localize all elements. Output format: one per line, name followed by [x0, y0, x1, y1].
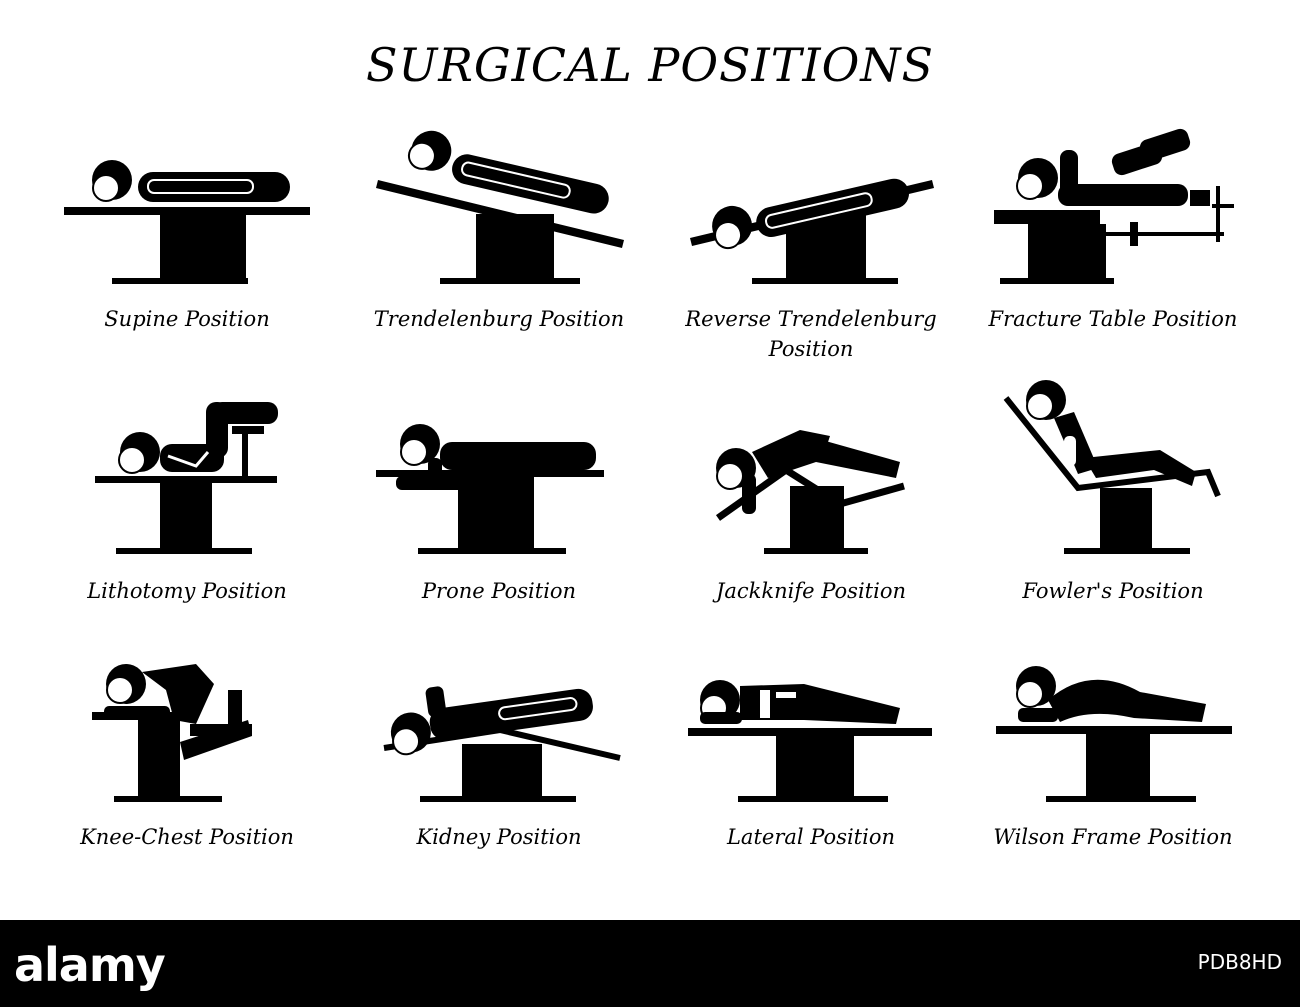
- reverse-trendelenburg-patient: [712, 178, 909, 250]
- fracture-table-patient: [1016, 128, 1191, 206]
- knee-chest-patient: [104, 664, 214, 724]
- watermark-footer-bar: alamy PDB8HD: [0, 920, 1300, 1007]
- label-knee-chest: Knee-Chest Position: [80, 825, 294, 849]
- label-kidney: Kidney Position: [416, 825, 582, 849]
- trendelenburg-figure: [376, 130, 624, 284]
- lithotomy-patient: [118, 402, 278, 474]
- lateral-figure: [688, 680, 932, 802]
- knee-chest-figure: [92, 664, 252, 802]
- label-jackknife: Jackknife Position: [715, 579, 906, 603]
- label-trendelenburg: Trendelenburg Position: [373, 307, 625, 331]
- reverse-trendelenburg-figure: [690, 178, 934, 284]
- fowlers-patient: [1026, 380, 1196, 486]
- wilson-frame-patient: [1016, 666, 1206, 722]
- image-code: PDB8HD: [1197, 950, 1282, 974]
- lithotomy-figure: [95, 402, 278, 554]
- prone-figure: [376, 424, 604, 554]
- fracture-table-figure: [994, 128, 1234, 284]
- trendelenburg-patient: [407, 130, 609, 214]
- label-lateral: Lateral Position: [726, 825, 896, 849]
- alamy-logo: alamy: [14, 938, 166, 992]
- label-fracture-table: Fracture Table Position: [988, 307, 1238, 331]
- wilson-frame-figure: [996, 666, 1232, 802]
- lateral-patient: [700, 680, 900, 724]
- label-lithotomy: Lithotomy Position: [87, 579, 287, 603]
- page-title: SURGICAL POSITIONS: [365, 38, 935, 92]
- label-fowlers: Fowler's Position: [1022, 579, 1204, 603]
- fowlers-figure: [1003, 380, 1221, 554]
- supine-figure: [64, 160, 310, 284]
- positions-figure-grid: [64, 128, 1234, 802]
- prone-patient: [396, 424, 596, 490]
- label-prone: Prone Position: [421, 579, 577, 603]
- kidney-patient: [390, 686, 593, 756]
- label-wilson-frame: Wilson Frame Position: [993, 825, 1233, 849]
- supine-patient: [92, 160, 290, 202]
- jackknife-figure: [715, 430, 905, 554]
- jackknife-patient: [716, 430, 900, 514]
- label-supine: Supine Position: [104, 307, 270, 331]
- kidney-figure: [383, 686, 621, 802]
